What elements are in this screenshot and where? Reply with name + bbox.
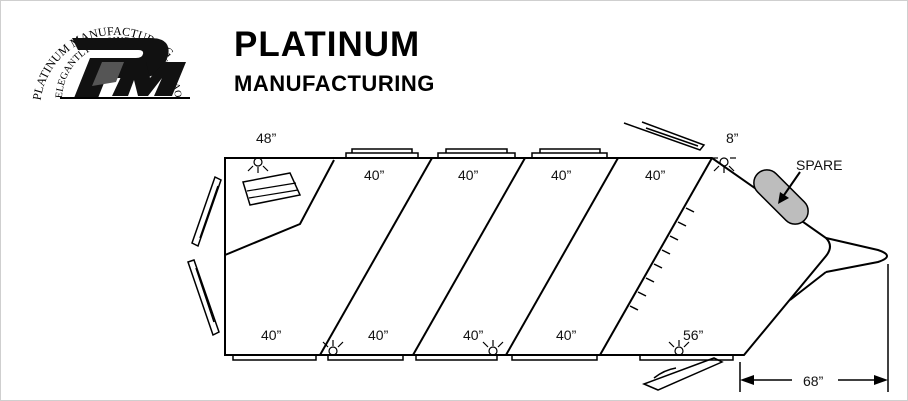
- light-icon: [321, 340, 345, 356]
- escape-door-top: [623, 121, 706, 151]
- stall-1-label: 40”: [364, 167, 385, 183]
- bottom-4-label: 40”: [556, 327, 577, 343]
- bottom-2-label: 40”: [368, 327, 389, 343]
- stall-2-label: 40”: [458, 167, 479, 183]
- stall-dividers: [319, 157, 713, 356]
- company-seal-logo: PLATINUM MANUFACTURING ELEGANTLY ENGINEE…: [0, 0, 190, 101]
- brand-name-line2: MANUFACTURING: [234, 71, 435, 96]
- bottom-1-label: 40”: [261, 327, 282, 343]
- bottom-3-label: 40”: [463, 327, 484, 343]
- front-width-label: 48”: [256, 130, 277, 146]
- stall-3-label: 40”: [551, 167, 572, 183]
- light-icon: [246, 157, 270, 173]
- bottom-5-label: 56”: [683, 327, 704, 343]
- tongue-dimension: [739, 264, 889, 392]
- light-icon: [481, 340, 505, 356]
- tack-room: [224, 159, 335, 256]
- light-icon: [712, 157, 736, 173]
- trailer-outline: [224, 157, 888, 356]
- brand-name-line1: PLATINUM: [234, 25, 420, 64]
- front-doors: [187, 175, 222, 337]
- pm-monogram: PM: [60, 38, 190, 99]
- divider-ticks: [629, 207, 695, 311]
- top-windows: [345, 148, 608, 158]
- tongue-length-label: 68”: [803, 373, 824, 389]
- light-fixtures: [246, 157, 736, 356]
- gap-top-label: 8”: [726, 130, 739, 146]
- bottom-windows: [232, 355, 734, 361]
- escape-door-bottom: [641, 357, 724, 391]
- spare-label: SPARE: [796, 157, 842, 173]
- light-icon: [667, 340, 691, 356]
- spare-tire: [753, 169, 809, 225]
- stall-4-label: 40”: [645, 167, 666, 183]
